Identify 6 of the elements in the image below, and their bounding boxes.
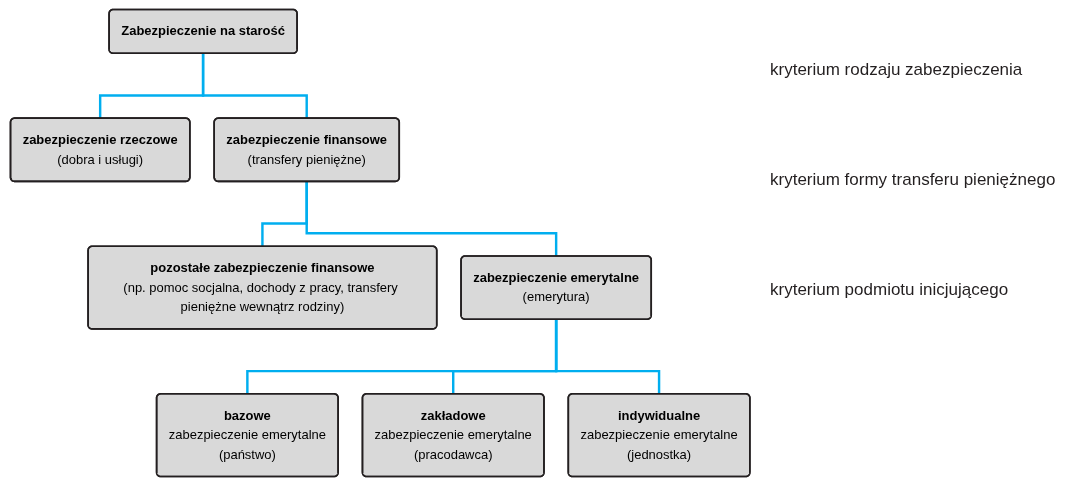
connector: [201, 53, 308, 119]
connector: [554, 319, 661, 394]
criterion-note: kryterium podmiotu inicjującego: [770, 280, 1010, 300]
criterion-note: kryterium formy transferu pieniężnego: [770, 170, 1057, 190]
connector: [305, 181, 558, 256]
criterion-note: kryterium rodzaju zabezpieczenia: [770, 60, 1024, 80]
